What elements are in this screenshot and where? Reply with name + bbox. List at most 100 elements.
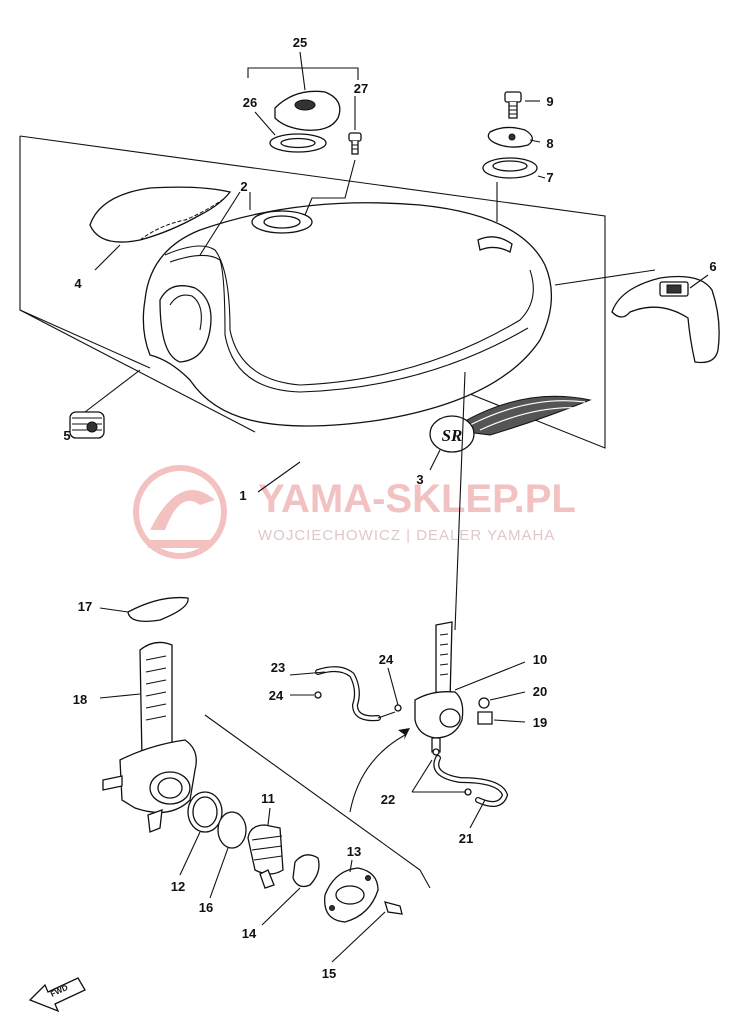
fuel-hose-upper [315, 666, 381, 722]
callout-23: 23 [271, 660, 285, 675]
callout-11: 11 [261, 791, 275, 806]
cover-screw [384, 901, 403, 915]
lever-gasket [292, 854, 320, 888]
callout-8: 8 [546, 136, 553, 151]
callout-18: 18 [73, 692, 87, 707]
hose-clip-lower [432, 748, 440, 756]
group-arrow-line [349, 734, 406, 813]
sr-emblem: SR [429, 395, 592, 453]
hose-clip-left [314, 691, 322, 699]
callout-15: 15 [322, 966, 336, 981]
leader-27b [304, 159, 356, 216]
callout-12: 12 [171, 879, 185, 894]
callout-25: 25 [293, 35, 307, 50]
callout-3: 3 [416, 472, 423, 487]
filler-neck-inner [263, 215, 301, 229]
leader-8 [529, 139, 541, 143]
left-cock-group [99, 596, 431, 963]
leader-21 [469, 799, 486, 829]
leader-4 [94, 244, 121, 271]
callout-22: 22 [381, 792, 395, 807]
filler-cap-screw [348, 132, 362, 155]
watermark-title: YAMA-SKLEP.PL [258, 477, 576, 521]
rear-mount-tab [477, 236, 513, 253]
fuel-cock-right [414, 621, 464, 753]
leader-20 [489, 691, 526, 701]
exploded-frame-edge [19, 309, 151, 369]
cock-lever [247, 824, 284, 889]
leader-13 [349, 859, 353, 873]
knee-pad [89, 186, 232, 243]
leader-17 [99, 607, 129, 613]
callout-5: 5 [63, 428, 70, 443]
mount-damper [482, 157, 538, 179]
callout-24-b: 24 [379, 652, 394, 667]
group-bracket [204, 714, 431, 889]
fuel-strainer [99, 641, 173, 761]
leader-23 [289, 671, 326, 676]
leader-19 [493, 719, 526, 723]
cover-plate [324, 867, 379, 923]
leader-10 [454, 661, 526, 691]
leader-1 [257, 461, 301, 493]
knee-recess-detail [169, 294, 202, 331]
washer-20 [478, 697, 490, 709]
leader-24b [387, 667, 399, 706]
tank-stripe [164, 245, 534, 386]
leader-5 [84, 369, 141, 413]
mount-bolt [504, 91, 522, 119]
callout-20: 20 [533, 684, 547, 699]
watermark: YAMA-SKLEP.PL WOJCIECHOWICZ | DEALER YAM… [133, 465, 576, 559]
callout-10: 10 [533, 652, 547, 667]
callout-27: 27 [354, 81, 368, 96]
watermark-subtitle: WOJCIECHOWICZ | DEALER YAMAHA [258, 527, 555, 544]
emblem-text: SR [442, 426, 463, 445]
rear-bracket [611, 275, 720, 364]
callout-17: 17 [78, 599, 92, 614]
hose-clip-right [394, 704, 402, 712]
callout-26: 26 [243, 95, 257, 110]
tank-to-cock-line [454, 371, 466, 631]
leader-7 [537, 175, 546, 179]
tank-group: SR [19, 51, 720, 631]
callout-2: 2 [240, 179, 247, 194]
callout-21: 21 [459, 831, 473, 846]
callout-9: 9 [546, 94, 553, 109]
knee-recess [159, 285, 212, 363]
fwd-arrow-icon: FWD [28, 977, 86, 1013]
tank-stripe-inner [169, 254, 529, 393]
filler-cap-gasket [269, 133, 327, 153]
callout-4: 4 [74, 276, 82, 291]
callout-14: 14 [242, 926, 257, 941]
leader-2 [199, 191, 241, 256]
leader-3 [429, 449, 441, 471]
callout-24: 24 [269, 688, 284, 703]
leader-26 [254, 111, 276, 136]
diaphragm [217, 811, 247, 849]
mount-washer [487, 126, 533, 148]
leader-18 [99, 693, 141, 699]
callout-13: 13 [347, 844, 361, 859]
leader-6 [689, 274, 709, 289]
bracket-22 [411, 759, 466, 793]
callout-6: 6 [709, 259, 716, 274]
leader-6-line [554, 269, 656, 286]
hose-connector [377, 711, 396, 719]
watermark-logo [133, 465, 227, 559]
fuel-cock-left [102, 739, 197, 833]
fuel-tank [142, 202, 553, 427]
callout-7: 7 [546, 170, 553, 185]
bracket-25 [247, 67, 359, 80]
fuel-cap [69, 411, 105, 439]
leader-16 [209, 847, 229, 899]
group-arrow-head [398, 728, 410, 740]
leader-11 [267, 807, 271, 826]
callout-labels: 1 2 3 4 5 6 7 8 9 10 11 12 13 14 15 16 1… [63, 35, 716, 981]
callout-16: 16 [199, 900, 213, 915]
screw-19 [477, 711, 493, 725]
filler-cap-cover [274, 90, 341, 131]
strainer-gasket [127, 596, 189, 623]
right-cock-group [289, 621, 526, 829]
leader-14 [261, 887, 301, 926]
